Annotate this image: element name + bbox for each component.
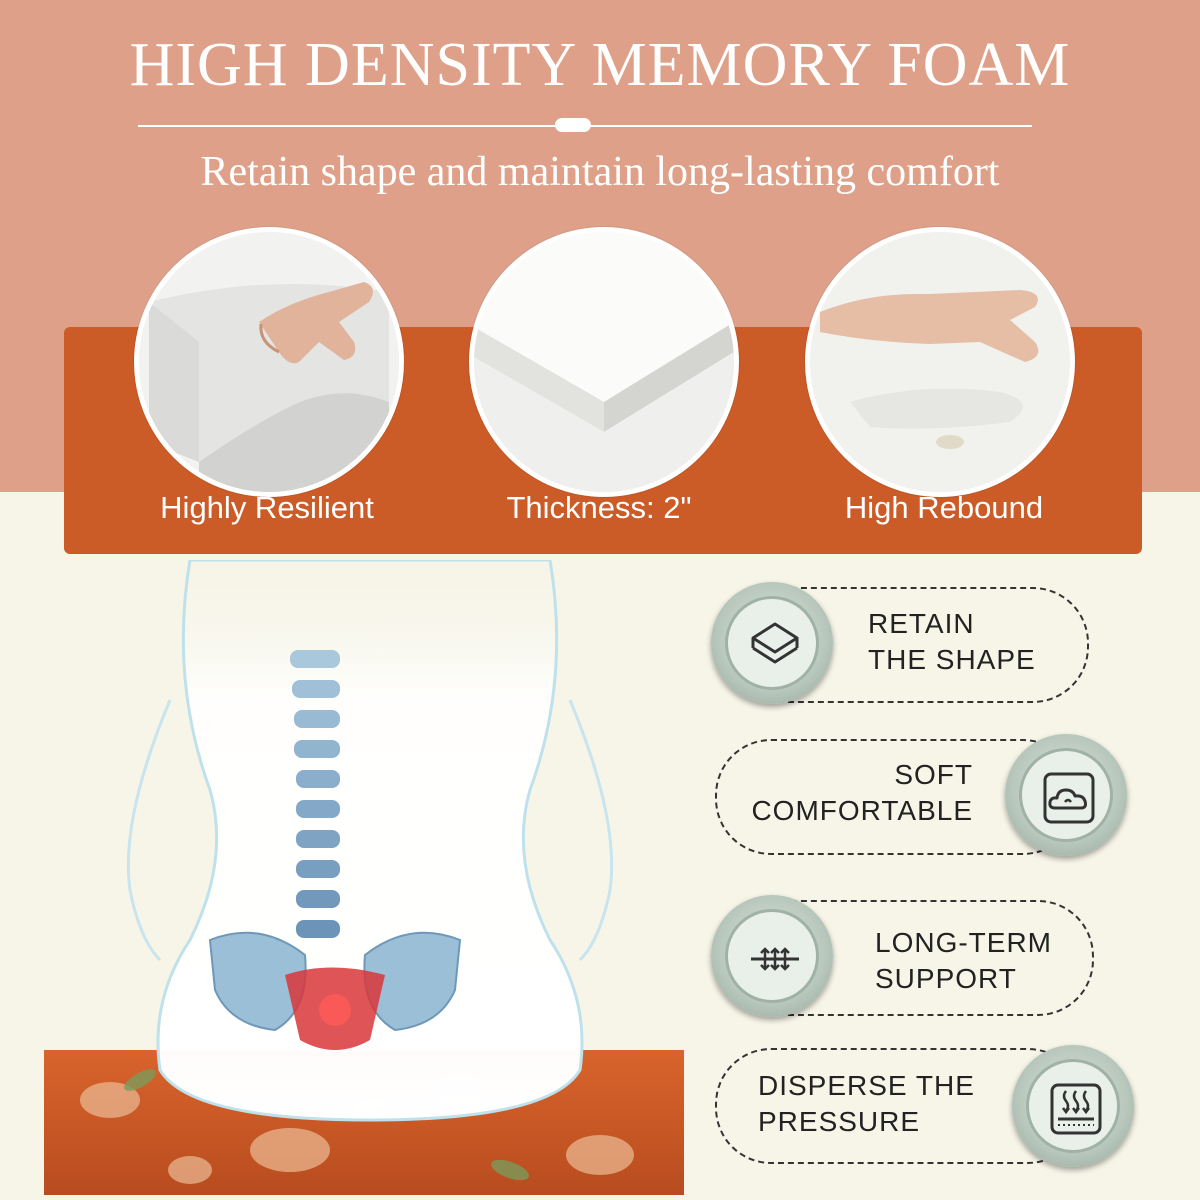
benefit-badge-soft-comfortable bbox=[1005, 734, 1127, 856]
spine-cushion-illustration bbox=[44, 560, 684, 1195]
layers-icon bbox=[751, 622, 799, 664]
page-subtitle: Retain shape and maintain long-lasting c… bbox=[200, 149, 1000, 195]
benefit-line2: THE SHAPE bbox=[868, 644, 1036, 675]
benefit-line2: PRESSURE bbox=[758, 1106, 921, 1137]
benefit-line1: RETAIN bbox=[868, 608, 975, 639]
benefit-text-disperse-pressure: DISPERSE THE PRESSURE bbox=[758, 1068, 975, 1140]
foam-press-icon bbox=[139, 232, 399, 492]
feature-label-resilient: Highly Resilient bbox=[160, 490, 374, 525]
benefit-text-soft-comfortable: SOFT COMFORTABLE bbox=[738, 757, 973, 829]
feature-label-rebound: High Rebound bbox=[844, 490, 1044, 525]
benefit-badge-retain-shape bbox=[711, 582, 833, 704]
hand-imprint-icon bbox=[810, 232, 1070, 492]
benefit-badge-long-term-support bbox=[711, 895, 833, 1017]
pelvis bbox=[208, 931, 462, 1050]
feature-image-resilient bbox=[134, 227, 404, 497]
benefit-line1: SOFT bbox=[894, 759, 973, 790]
foam-slab-icon bbox=[474, 232, 734, 492]
page-title: HIGH DENSITY MEMORY FOAM bbox=[129, 31, 1071, 99]
benefit-line1: LONG-TERM bbox=[875, 927, 1052, 958]
benefit-text-retain-shape: RETAIN THE SHAPE bbox=[868, 606, 1036, 678]
support-arrows-icon bbox=[751, 947, 799, 971]
spine bbox=[290, 650, 340, 938]
benefit-line2: COMFORTABLE bbox=[751, 795, 973, 826]
benefit-line2: SUPPORT bbox=[875, 963, 1017, 994]
benefit-line1: DISPERSE THE bbox=[758, 1070, 975, 1101]
divider-ornament bbox=[555, 118, 591, 132]
benefit-text-long-term-support: LONG-TERM SUPPORT bbox=[875, 925, 1052, 997]
feature-image-thickness bbox=[469, 227, 739, 497]
benefit-badge-disperse-pressure bbox=[1012, 1045, 1134, 1167]
feature-image-rebound bbox=[805, 227, 1075, 497]
feature-label-thickness: Thickness: 2" bbox=[506, 490, 692, 525]
cloud-icon bbox=[1043, 772, 1095, 824]
heat-waves-icon bbox=[1050, 1083, 1102, 1135]
